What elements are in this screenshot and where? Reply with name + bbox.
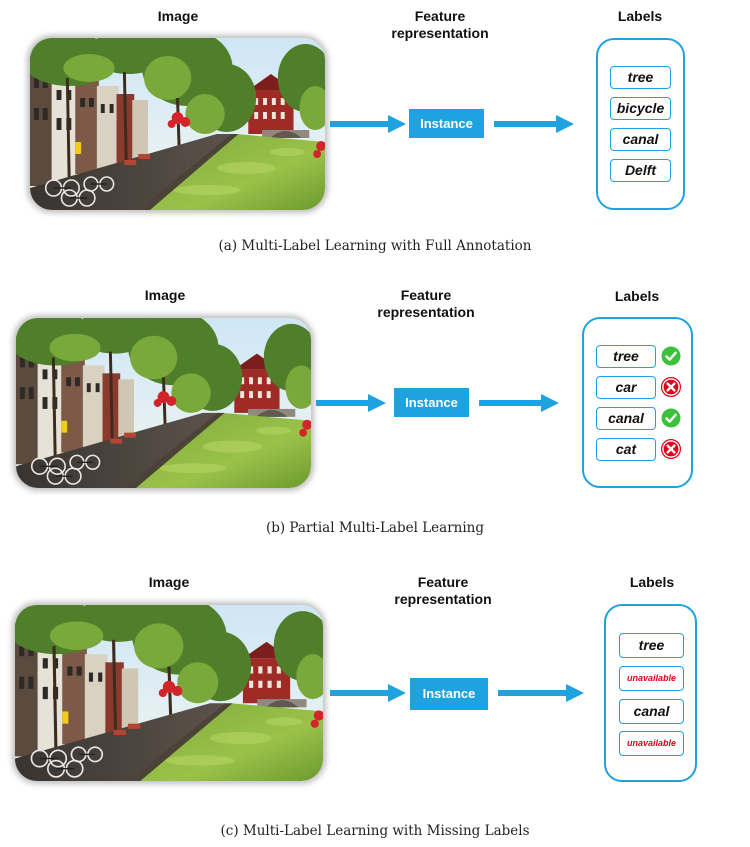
feature-representation-header: Feature representation xyxy=(377,287,475,320)
label-tag: tree xyxy=(619,633,684,658)
canal-photo xyxy=(15,605,323,781)
caption: (c) Multi-Label Learning with Missing La… xyxy=(220,823,530,839)
label-tag: tree xyxy=(610,66,671,89)
labels-header: Labels xyxy=(629,574,675,590)
caption: (b) Partial Multi-Label Learning xyxy=(265,520,485,536)
arrow-right-icon xyxy=(316,394,386,412)
arrow-right-icon xyxy=(330,684,406,702)
label-tag: cat xyxy=(596,438,656,461)
cross-icon xyxy=(661,439,681,459)
check-icon xyxy=(661,408,681,428)
image-header: Image xyxy=(148,574,190,590)
label-tag: car xyxy=(596,376,656,399)
arrow-right-icon xyxy=(498,684,584,702)
label-unavailable: unavailable xyxy=(619,666,684,691)
arrow-right-icon xyxy=(479,394,559,412)
labels-header: Labels xyxy=(614,288,660,304)
label-unavailable: unavailable xyxy=(619,731,684,756)
label-tag: bicycle xyxy=(610,97,671,120)
image-header: Image xyxy=(157,8,199,24)
label-tag: tree xyxy=(596,345,656,368)
feature-representation-header: Feature representation xyxy=(394,574,492,607)
label-tag: canal xyxy=(596,407,656,430)
arrow-right-icon xyxy=(330,115,406,133)
image-header: Image xyxy=(144,287,186,303)
labels-box xyxy=(582,317,693,488)
instance-box: Instance xyxy=(409,109,484,138)
labels-box xyxy=(596,38,685,210)
instance-box: Instance xyxy=(410,678,488,710)
label-tag: canal xyxy=(619,699,684,724)
canal-photo xyxy=(30,38,325,210)
arrow-right-icon xyxy=(494,115,574,133)
label-tag: canal xyxy=(610,128,671,151)
label-tag: Delft xyxy=(610,159,671,182)
cross-icon xyxy=(661,377,681,397)
feature-representation-header: Feature representation xyxy=(391,8,489,41)
instance-box: Instance xyxy=(394,388,469,417)
canal-photo xyxy=(16,318,311,488)
check-icon xyxy=(661,346,681,366)
labels-header: Labels xyxy=(617,8,663,24)
caption: (a) Multi-Label Learning with Full Annot… xyxy=(218,238,532,254)
